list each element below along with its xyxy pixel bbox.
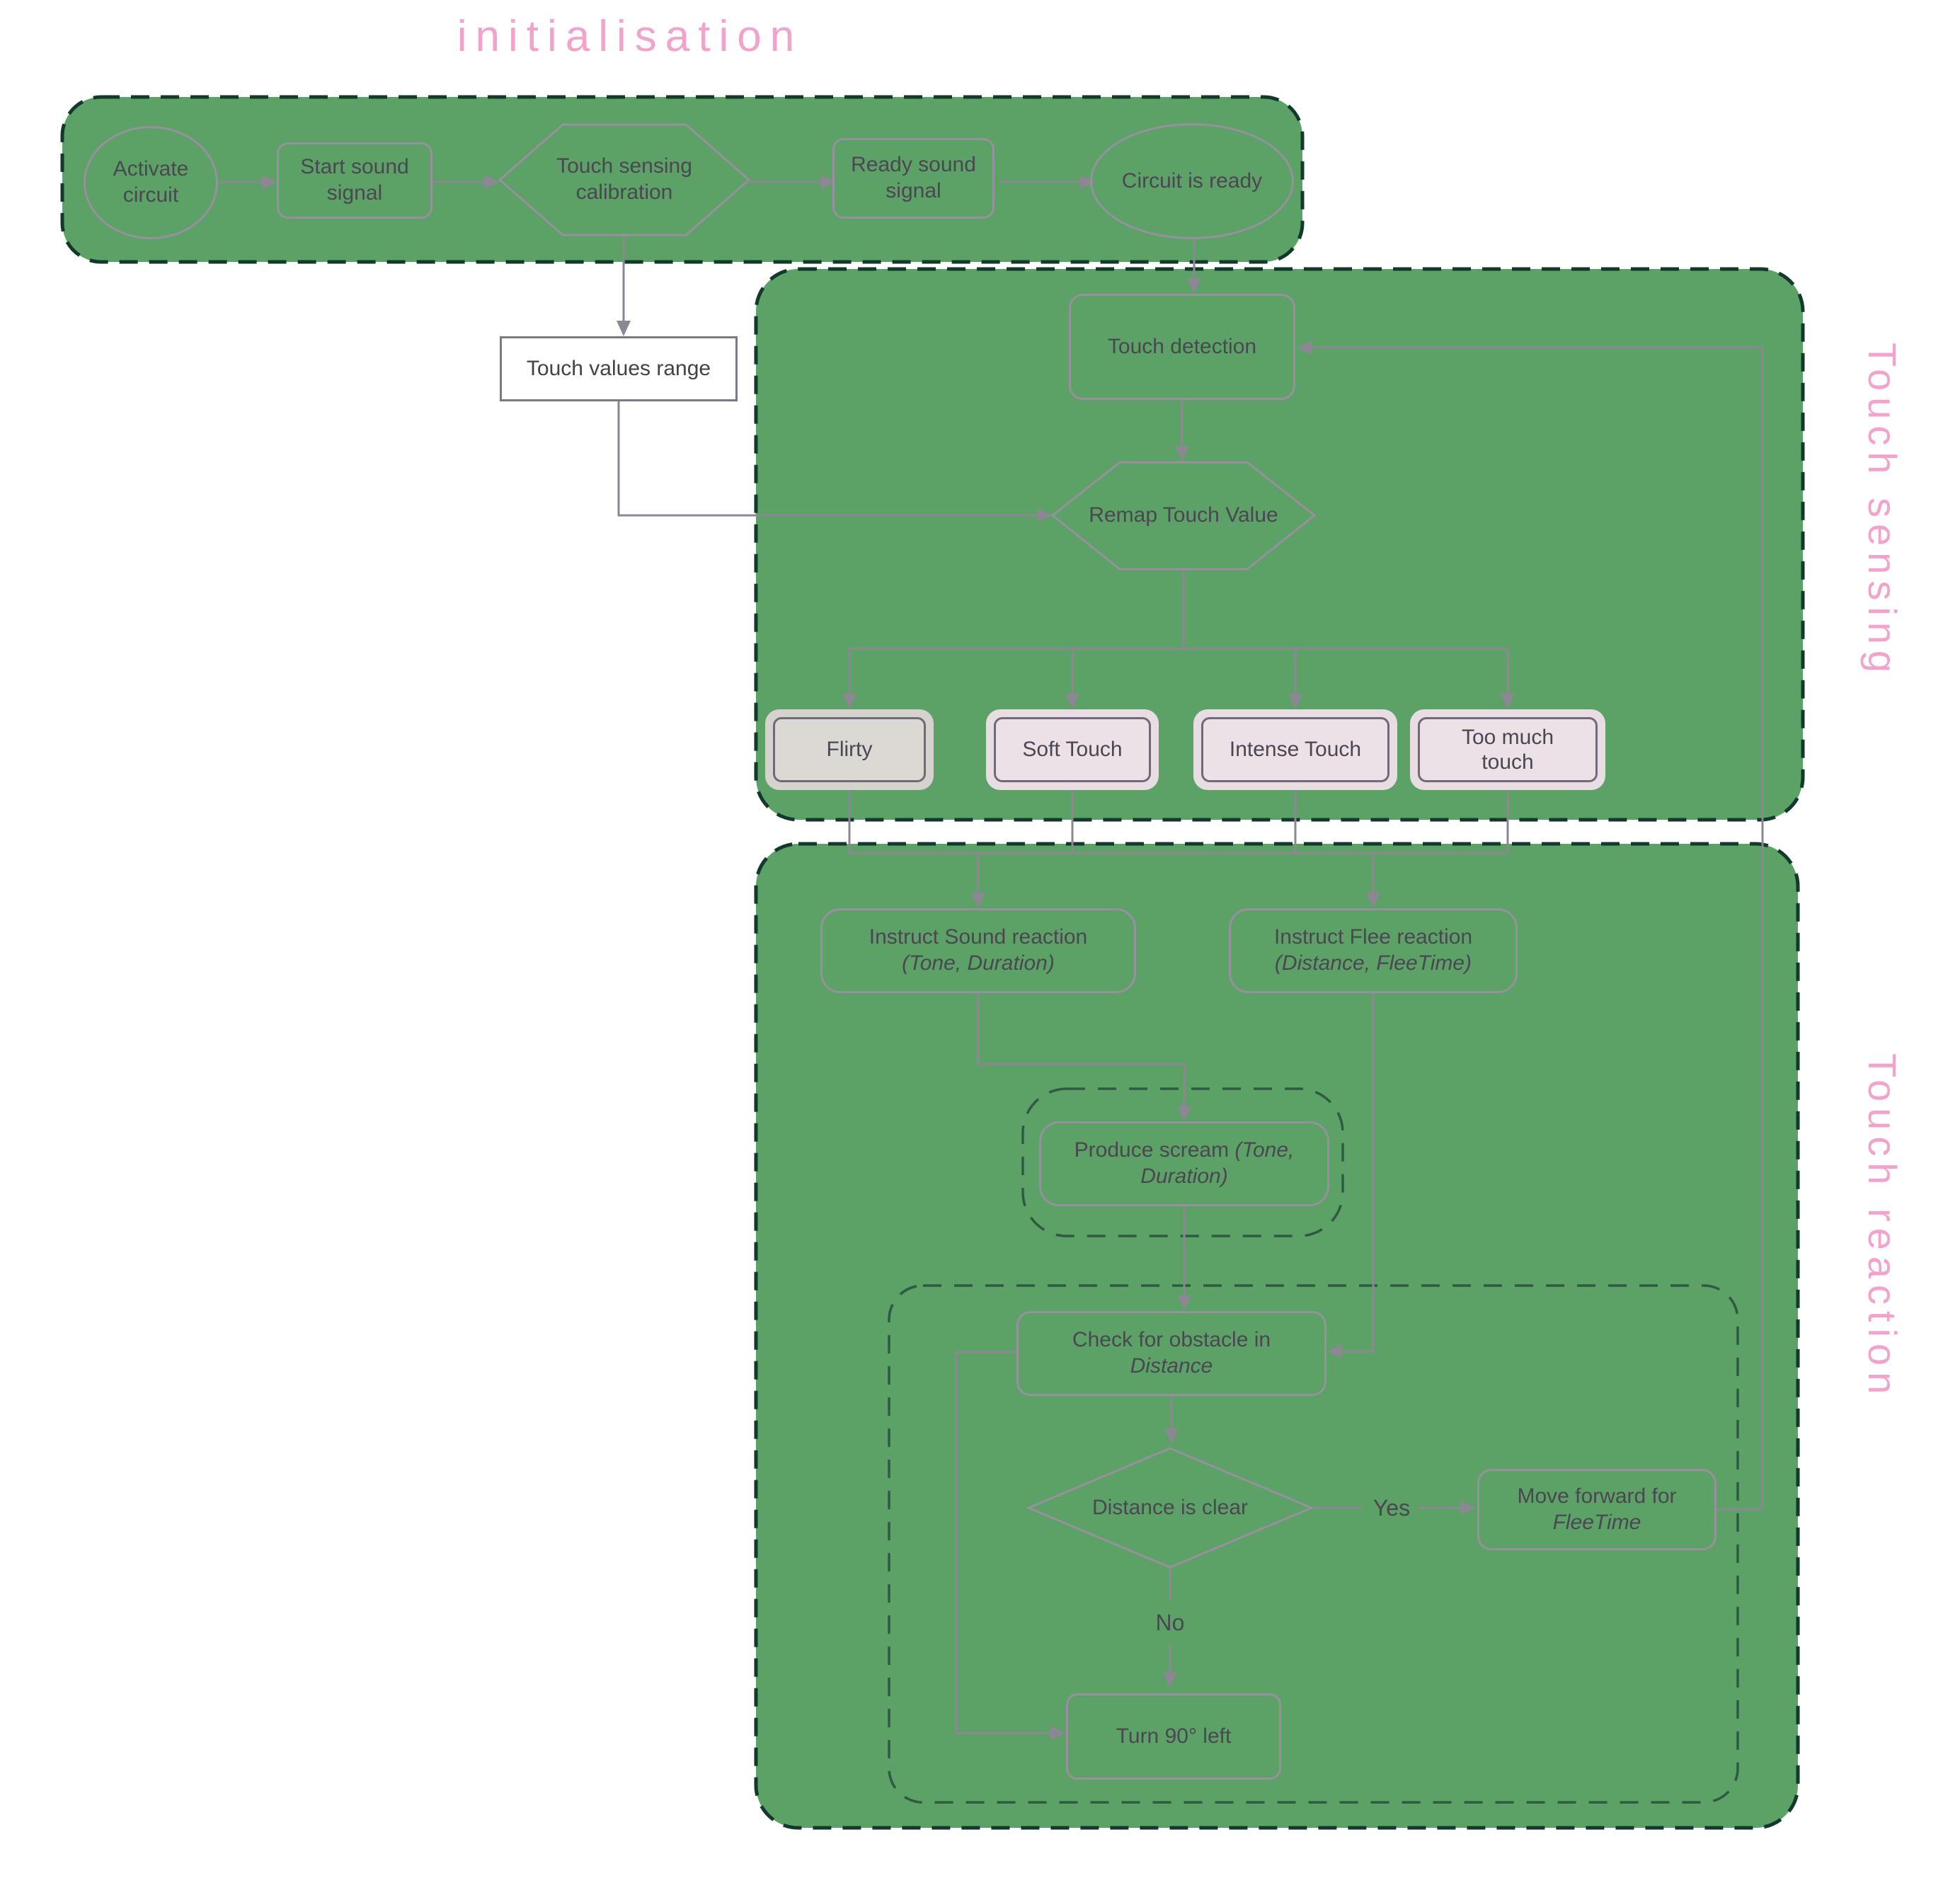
arrow-down-icon	[1065, 694, 1079, 709]
node-label-line2: FleeTime	[1552, 1510, 1641, 1534]
node-produce-scream: Produce scream (Tone, Duration)	[1039, 1121, 1329, 1206]
node-remap-touch-value: Remap Touch Value	[1062, 462, 1305, 569]
node-label-line2: (Distance, FleeTime)	[1274, 951, 1472, 975]
node-label: Distance is clear	[1091, 1495, 1249, 1519]
node-touch-values-range: Touch values range	[500, 336, 738, 401]
arrow-down-icon	[1177, 1106, 1191, 1121]
node-label-line2: (Tone, Duration)	[902, 951, 1055, 975]
node-too-much-touch-inner: Too much touch	[1418, 717, 1598, 782]
label-no: No	[1155, 1609, 1185, 1635]
node-label-line2: Distance	[1130, 1354, 1213, 1378]
arrow-down-icon	[1501, 694, 1515, 709]
node-label: Remap Touch Value	[1089, 503, 1278, 527]
node-label: Produce scream (Tone, Duration)	[1065, 1138, 1303, 1189]
calibration-hexagon	[498, 123, 751, 236]
arrow-right-icon	[1080, 175, 1096, 189]
edge-check-loop-to-turn	[955, 1351, 1053, 1734]
node-label: Activate circuit	[113, 157, 189, 207]
arrowheads	[262, 175, 1515, 1740]
arrow-right-icon	[821, 175, 837, 189]
arrow-right-icon	[484, 175, 500, 189]
node-label: Start sound signal	[300, 155, 409, 205]
node-instruct-sound-reaction: Instruct Sound reaction (Tone, Duration)	[820, 908, 1136, 993]
node-activate-circuit: Activate circuit	[84, 126, 218, 239]
node-flirty: Flirty	[765, 709, 934, 790]
edge-categories-merge	[848, 790, 1509, 896]
node-label: Too much touch	[1461, 725, 1554, 774]
arrow-right-icon	[262, 175, 277, 189]
node-move-forward: Move forward for FleeTime	[1477, 1469, 1717, 1550]
section-title-touch-sensing: Touch sensing	[1860, 343, 1905, 680]
edge-remap-split	[848, 569, 1509, 697]
label-yes: Yes	[1372, 1494, 1411, 1521]
node-intense-touch: Intense Touch	[1193, 709, 1397, 790]
arrow-down-icon	[1187, 278, 1201, 294]
node-distance-is-clear: Distance is clear	[1028, 1448, 1312, 1567]
node-label-line1: Instruct Flee reaction	[1273, 925, 1473, 949]
node-label-line1: Move forward for	[1517, 1484, 1677, 1508]
node-check-for-obstacle: Check for obstacle in Distance	[1016, 1311, 1326, 1396]
edge-feedback-to-detection	[1309, 346, 1764, 1511]
node-label: Intense Touch	[1229, 738, 1362, 762]
connector-lines	[218, 181, 1764, 1734]
arrow-right-icon	[1460, 1501, 1476, 1515]
edge-touchvalues-to-remap	[617, 401, 1038, 517]
edge-flee-to-check	[1341, 993, 1375, 1353]
arrow-left-icon	[1297, 341, 1312, 355]
node-turn-90-left: Turn 90° left	[1066, 1693, 1281, 1780]
node-label-italic: (Tone, Duration)	[1140, 1138, 1295, 1188]
node-label: Touch values range	[526, 356, 711, 380]
node-touch-sensing-calibration: Touch sensing calibration	[518, 125, 730, 235]
section-title-touch-reaction: Touch reaction	[1860, 1053, 1905, 1401]
touch-reaction-container	[754, 842, 1800, 1830]
arrow-left-icon	[1326, 1344, 1342, 1358]
node-ready-sound-signal: Ready sound signal	[832, 138, 995, 219]
initialisation-container	[60, 95, 1305, 264]
node-circuit-is-ready: Circuit is ready	[1090, 123, 1294, 239]
arrow-down-icon	[971, 893, 985, 908]
arrow-down-icon	[1164, 1429, 1179, 1444]
arrow-down-icon	[1288, 694, 1302, 709]
arrow-down-icon	[1177, 1295, 1191, 1311]
node-intense-touch-inner: Intense Touch	[1201, 717, 1389, 782]
arrow-down-icon	[1163, 1672, 1177, 1688]
node-label: Touch detection	[1107, 334, 1257, 358]
arrow-down-icon	[617, 321, 631, 336]
node-instruct-flee-reaction: Instruct Flee reaction (Distance, FleeTi…	[1229, 908, 1518, 993]
node-touch-detection: Touch detection	[1069, 294, 1295, 400]
node-label-normal: Produce scream	[1074, 1138, 1235, 1162]
arrow-down-icon	[842, 694, 856, 709]
node-soft-touch: Soft Touch	[986, 709, 1159, 790]
decision-diamond	[1026, 1447, 1314, 1569]
node-soft-touch-inner: Soft Touch	[994, 717, 1151, 782]
remap-hexagon	[1050, 461, 1317, 571]
edge-sound-to-scream	[977, 993, 1186, 1109]
arrow-right-icon	[1050, 1726, 1066, 1740]
section-title-initialisation: initialisation	[457, 11, 803, 61]
arrow-right-icon	[1037, 508, 1053, 522]
arrow-down-icon	[1175, 446, 1189, 462]
obstacle-loop-subcontainer	[888, 1284, 1739, 1804]
arrow-down-icon	[1366, 893, 1380, 908]
node-flirty-inner: Flirty	[773, 717, 926, 782]
node-label-line1: Instruct Sound reaction	[869, 925, 1088, 949]
produce-scream-subcontainer	[1021, 1087, 1344, 1237]
node-label-line1: Check for obstacle in	[1072, 1328, 1271, 1352]
node-too-much-touch: Too much touch	[1410, 709, 1605, 790]
node-start-sound-signal: Start sound signal	[277, 142, 432, 219]
node-label: Flirty	[826, 738, 873, 762]
node-label: Circuit is ready	[1121, 168, 1263, 193]
node-label: Touch sensing calibration	[556, 154, 692, 204]
node-label: Ready sound signal	[851, 153, 976, 202]
node-label: Turn 90° left	[1116, 1724, 1232, 1748]
node-label: Soft Touch	[1022, 738, 1123, 762]
